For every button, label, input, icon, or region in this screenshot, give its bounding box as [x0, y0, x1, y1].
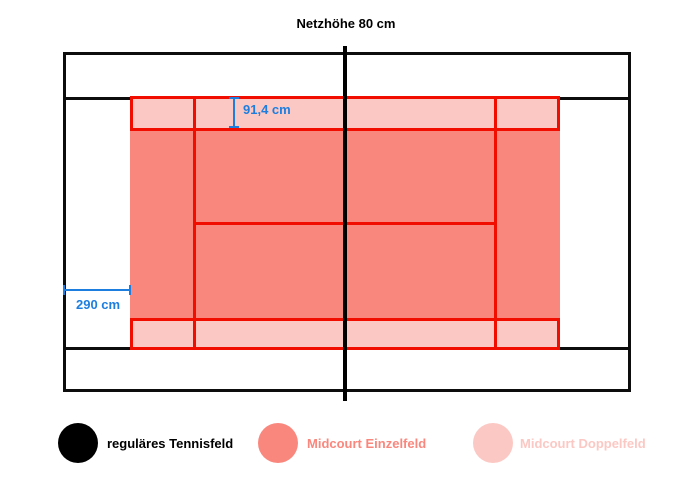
legend-swatch-tennis-court: [58, 423, 98, 463]
dimension-label-margin: 290 cm: [76, 297, 121, 312]
legend-swatch-doubles-field: [473, 423, 513, 463]
legend-label-singles-field: Midcourt Einzelfeld: [307, 436, 427, 451]
legend-label-doubles-field: Midcourt Doppelfeld: [520, 436, 646, 451]
dimension-cap-right: [129, 285, 131, 295]
dimension-cap-left: [63, 285, 65, 295]
dimension-cap-top: [229, 97, 239, 99]
tennis-court-outline: [63, 52, 631, 392]
dimension-cap-bottom: [229, 126, 239, 128]
legend-label-tennis-court: reguläres Tennisfeld: [107, 436, 234, 451]
dimension-line-margin: [63, 289, 131, 291]
net-line: [343, 46, 347, 401]
legend-swatch-singles-field: [258, 423, 298, 463]
dimension-label-alley: 91,4 cm: [243, 102, 291, 117]
dimension-line-alley: [233, 97, 235, 128]
net-height-label: Netzhöhe 80 cm: [296, 16, 396, 31]
